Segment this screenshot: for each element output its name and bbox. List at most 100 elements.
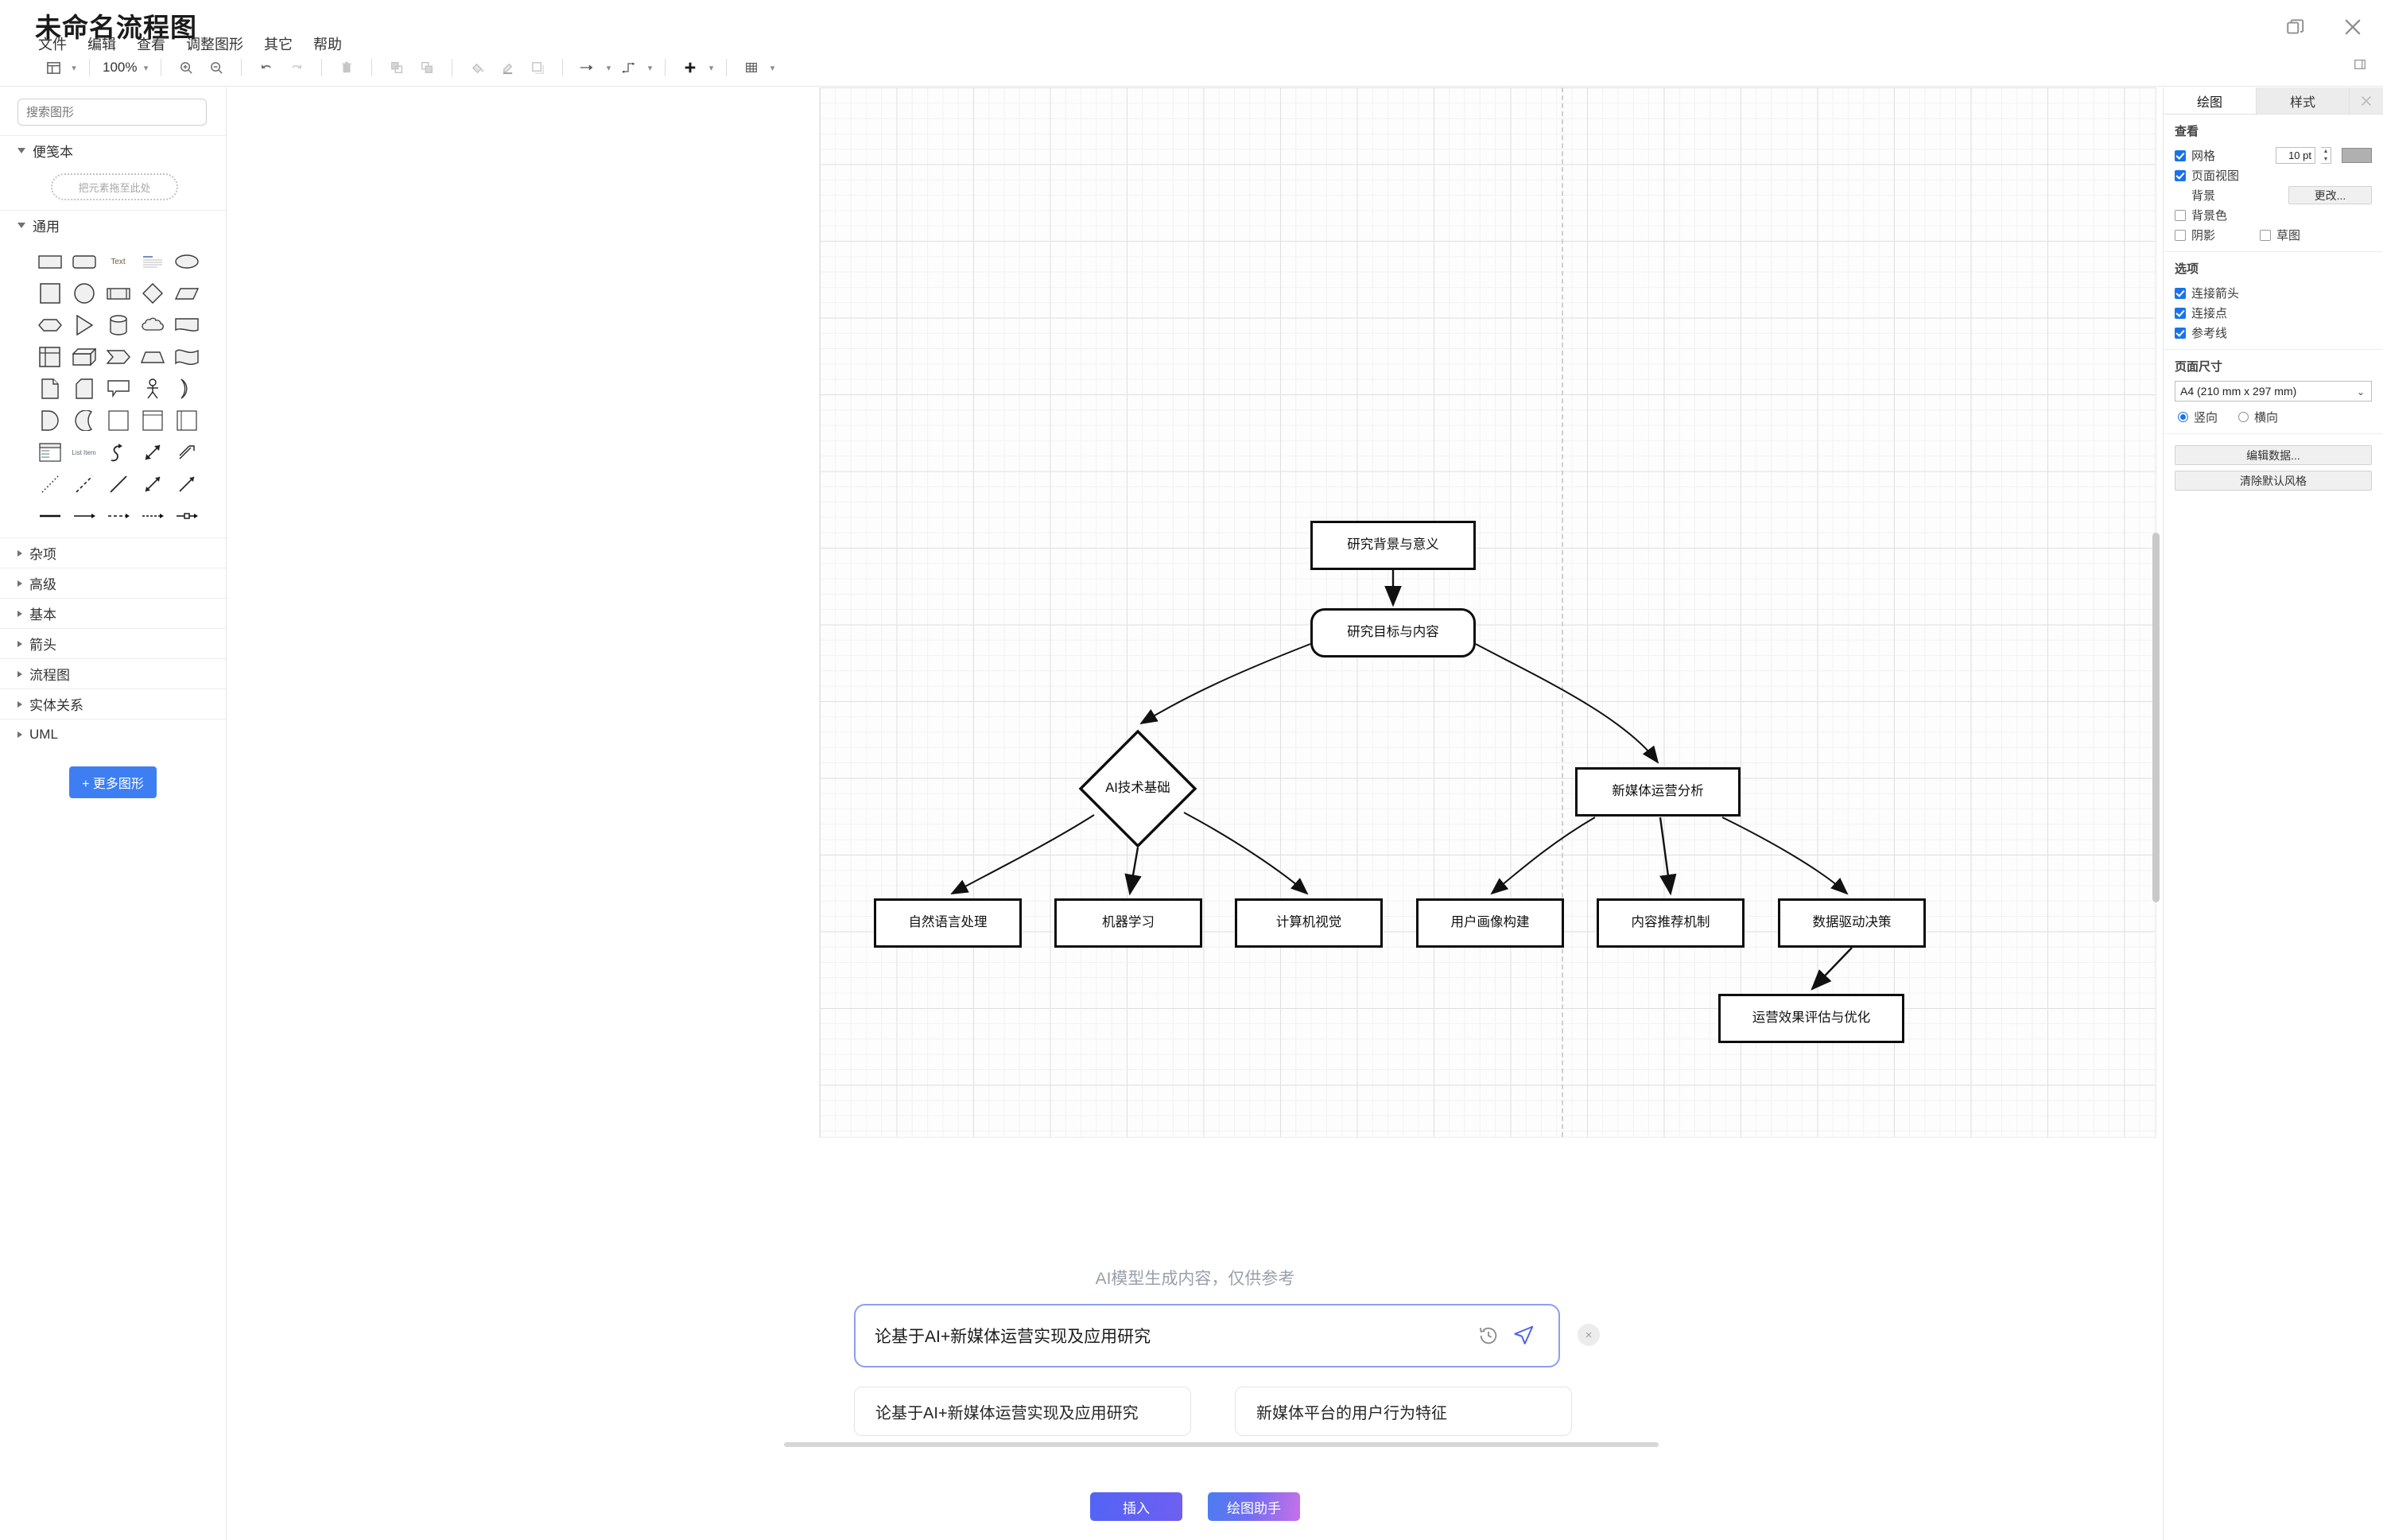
page-size-select[interactable]: A4 (210 mm x 297 mm) [2175,381,2372,401]
shape-ellipse[interactable] [170,246,203,277]
shape-tape[interactable] [170,342,203,372]
shape-rounded-rectangle[interactable] [68,246,100,277]
shape-dashed-line[interactable] [68,469,100,499]
zoom-caret-icon[interactable]: ▾ [143,63,149,73]
shape-dotted-line[interactable] [33,469,66,499]
menu-view[interactable]: 查看 [137,37,165,52]
shape-crescent[interactable] [68,405,100,436]
flow-node-ai-tech[interactable]: AI技术基础 [1105,781,1170,796]
background-change-button[interactable]: 更改... [2288,186,2372,204]
ai-suggestion-chip[interactable]: 论基于AI+新媒体运营实现及应用研究 [854,1387,1191,1436]
close-window-icon[interactable] [2337,11,2369,43]
flow-node-nlp[interactable]: 自然语言处理 [874,898,1022,948]
table-caret-icon[interactable]: ▾ [770,63,775,73]
shape-step[interactable] [102,342,134,372]
shape-trapezoid[interactable] [136,342,169,372]
shape-bidirectional-arrow[interactable] [136,437,169,467]
ai-suggestions-scrollbar[interactable] [784,1442,1659,1447]
shape-rectangle[interactable] [33,246,66,277]
grid-size-input[interactable] [2276,147,2315,164]
insert-button[interactable]: 插入 [1090,1492,1182,1521]
shape-line[interactable] [102,469,134,499]
flow-node-computer-vision[interactable]: 计算机视觉 [1235,898,1383,948]
undo-icon[interactable] [251,52,281,83]
canvas-vertical-scrollbar[interactable] [2152,533,2160,902]
shape-arrow-line[interactable] [170,469,203,499]
more-shapes-button[interactable]: + 更多图形 [69,766,157,798]
waypoint-caret-icon[interactable]: ▾ [647,63,653,73]
shape-double-label-arrow[interactable] [136,501,169,531]
shape-node-arrow[interactable] [170,501,203,531]
send-to-back-icon[interactable] [412,52,442,83]
arrow-style-icon[interactable] [572,52,603,83]
zoom-level-label[interactable]: 100% [103,60,138,75]
sketch-checkbox[interactable] [2260,229,2272,241]
shape-process[interactable] [102,278,134,308]
shape-vertical-container[interactable] [136,405,169,436]
tab-diagram[interactable]: 绘图 [2164,87,2257,114]
waypoint-style-icon[interactable] [614,52,644,83]
shape-actor[interactable] [136,374,169,404]
scratchpad-dropzone[interactable]: 把元素拖至此处 [51,173,178,200]
shape-cloud[interactable] [136,310,169,340]
close-ai-icon[interactable]: × [1578,1324,1600,1346]
shape-textbox[interactable] [136,246,169,277]
ai-prompt-input[interactable] [873,1325,1471,1346]
tab-style[interactable]: 样式 [2257,87,2350,114]
menu-arrange[interactable]: 调整图形 [186,37,243,52]
sidebar-item-uml[interactable]: UML [0,719,226,749]
send-icon[interactable] [1506,1318,1541,1353]
shape-curve-arrow[interactable] [102,437,134,467]
shape-or[interactable] [170,374,203,404]
shape-text[interactable]: Text [111,257,126,266]
shape-cylinder[interactable] [102,310,134,340]
sidebar-item-advanced[interactable]: 高级 [0,568,226,598]
shape-diamond[interactable] [136,278,169,308]
menu-edit[interactable]: 编辑 [87,37,116,52]
sidebar-item-entity-relation[interactable]: 实体关系 [0,689,226,719]
shape-list[interactable] [33,437,66,467]
flow-node-background[interactable]: 研究背景与意义 [1310,521,1476,570]
shape-double-arrow-line[interactable] [136,469,169,499]
flow-node-machine-learning[interactable]: 机器学习 [1054,898,1202,948]
grid-color-swatch[interactable] [2342,148,2372,163]
shape-labeled-arrow[interactable] [68,501,100,531]
diagram-page[interactable]: 研究背景与意义 研究目标与内容 AI技术基础 新媒体运营分析 自然语言处理 机器… [820,87,2156,1137]
sidebar-item-misc[interactable]: 杂项 [0,537,226,568]
search-input[interactable] [17,99,207,126]
shape-block-arrow[interactable] [170,437,203,467]
shape-circle[interactable] [68,278,100,308]
shape-plain-link[interactable] [33,501,66,531]
line-color-icon[interactable] [492,52,522,83]
edit-data-button[interactable]: 编辑数据... [2175,445,2372,465]
connection-points-checkbox[interactable] [2175,307,2186,319]
flow-node-newmedia-analysis[interactable]: 新媒体运营分析 [1575,767,1741,817]
section-general[interactable]: 通用 [0,210,226,240]
connection-arrows-checkbox[interactable] [2175,287,2186,299]
shape-square[interactable] [33,278,66,308]
portrait-radio[interactable] [2178,412,2188,422]
shape-callout[interactable] [102,374,134,404]
table-icon[interactable] [736,52,767,83]
section-scratchpad[interactable]: 便笺本 [0,135,226,165]
menu-help[interactable]: 帮助 [313,37,342,52]
shape-hexagon[interactable] [33,310,66,340]
menu-extras[interactable]: 其它 [264,37,293,52]
toolbar-group-zoom-level[interactable]: 100% ▾ [99,52,151,83]
menu-file[interactable]: 文件 [38,37,67,52]
clear-default-style-button[interactable]: 清除默认风格 [2175,471,2372,491]
flow-node-recommendation[interactable]: 内容推荐机制 [1597,898,1745,948]
sidebar-item-basic[interactable]: 基本 [0,598,226,628]
toggle-right-panel-icon[interactable] [2353,57,2367,76]
shape-cube[interactable] [68,342,100,372]
page-view-checkbox[interactable] [2175,169,2186,181]
shape-list-item[interactable]: List Item [72,448,96,456]
guides-checkbox[interactable] [2175,327,2186,339]
close-panel-icon[interactable] [2350,87,2383,114]
flow-node-user-profile[interactable]: 用户画像构建 [1416,898,1564,948]
layout-icon[interactable] [38,52,68,83]
landscape-radio[interactable] [2238,412,2249,422]
restore-window-icon[interactable] [2280,11,2311,43]
insert-plus-icon[interactable] [675,52,705,83]
shadow-checkbox[interactable] [2175,229,2186,241]
